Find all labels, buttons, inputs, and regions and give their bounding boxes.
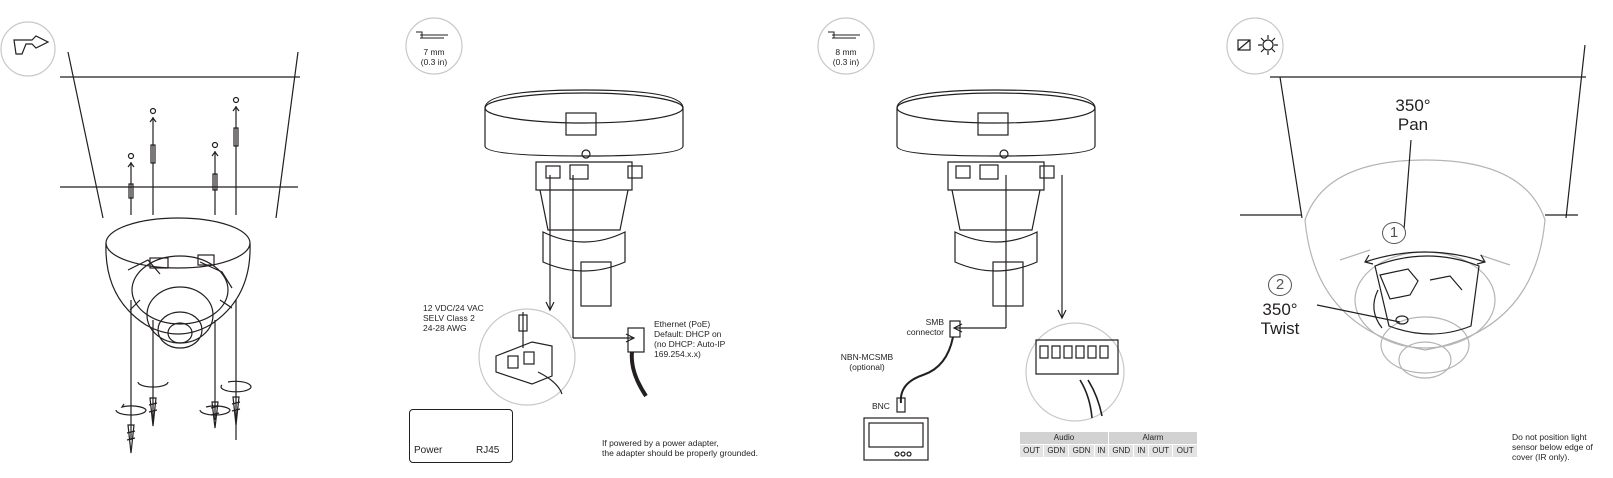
terminal-pin: OUT xyxy=(1172,444,1198,458)
power-spec-class: SELV Class 2 xyxy=(423,313,475,323)
pan-label: Pan xyxy=(1397,115,1429,134)
power-terminal-zoom xyxy=(478,308,576,406)
strip-length-label-2: 8 mm (0.3 in) xyxy=(818,47,874,67)
light-sensor-icon xyxy=(1226,17,1284,75)
smb-label-line1: SMB xyxy=(925,317,944,327)
wire-strip-icon-2 xyxy=(817,17,875,75)
camera-base-housing-2 xyxy=(896,89,1096,307)
twist-degree-label: 350° Twist xyxy=(1250,300,1310,338)
cable-routing xyxy=(545,175,636,343)
grounding-note: If powered by a power adapter, the adapt… xyxy=(602,438,758,458)
strip-length-metric: 7 mm xyxy=(423,47,445,57)
light-sensor-note-line1: Do not position light xyxy=(1512,432,1587,442)
terminal-pin: IN xyxy=(1093,444,1110,458)
strip-length-metric-2: 8 mm xyxy=(835,47,857,57)
terminal-group-audio: Audio xyxy=(1019,431,1109,445)
smb-bnc-cable xyxy=(896,320,961,413)
ethernet-spec-poe: Ethernet (PoE) xyxy=(654,319,711,329)
twist-step-marker: 2 xyxy=(1268,274,1292,296)
grounding-note-line2: the adapter should be properly grounded. xyxy=(602,448,758,458)
connector-power-label: Power xyxy=(414,445,443,456)
terminal-group-alarm: Alarm xyxy=(1108,431,1198,445)
mounting-screws-bottom xyxy=(115,300,252,454)
twist-indicator xyxy=(1316,289,1401,329)
terminal-pin: IN xyxy=(1133,444,1149,458)
light-sensor-note-line3: cover (IR only). xyxy=(1512,452,1570,462)
module-highlight xyxy=(1374,255,1480,335)
terminal-pin: GND xyxy=(1107,444,1135,458)
twist-value: 350° xyxy=(1262,300,1298,319)
ceiling-outline xyxy=(60,51,300,219)
pan-indicator xyxy=(1364,139,1486,265)
terminal-block-zoom xyxy=(1025,322,1125,422)
power-spec-label: 12 VDC/24 VAC SELV Class 2 24-28 AWG xyxy=(423,303,484,333)
terminal-block-table: Audio Alarm OUT GDN GDN IN GND IN OUT OU… xyxy=(1018,431,1198,458)
terminal-pin: GDN xyxy=(1043,444,1070,458)
power-spec-voltage: 12 VDC/24 VAC xyxy=(423,303,484,313)
drill-icon xyxy=(0,21,56,77)
connector-rj45-label: RJ45 xyxy=(476,445,500,456)
bnc-label: BNC xyxy=(872,401,890,411)
strip-length-label: 7 mm (0.3 in) xyxy=(406,47,462,67)
pan-degree-label: 350° Pan xyxy=(1383,96,1443,134)
light-sensor-note-line2: sensor below edge of xyxy=(1512,442,1593,452)
connector-box xyxy=(409,409,513,463)
ethernet-spec-ip: 169.254.x.x) xyxy=(654,349,701,359)
pan-value: 350° xyxy=(1395,96,1431,115)
camera-dome-adjust xyxy=(1304,159,1546,379)
terminal-pin: OUT xyxy=(1018,444,1045,458)
wire-strip-icon xyxy=(405,17,463,75)
ethernet-spec-fallback: (no DHCP: Auto-IP xyxy=(654,339,726,349)
nbn-mcsmb-label: NBN-MCSMB (optional) xyxy=(840,352,894,372)
ceiling-outline-2 xyxy=(1240,44,1586,219)
video-audio-routing xyxy=(952,175,1067,333)
camera-base-housing xyxy=(484,89,684,307)
terminal-pin: GDN xyxy=(1068,444,1095,458)
nbn-label-line2: (optional) xyxy=(849,362,885,372)
nbn-label-line1: NBN-MCSMB xyxy=(840,352,894,362)
grounding-note-line1: If powered by a power adapter, xyxy=(602,438,719,448)
terminal-pin: OUT xyxy=(1147,444,1174,458)
smb-connector-label: SMB connector xyxy=(900,317,944,337)
ethernet-plug xyxy=(627,327,648,398)
anchor-screws-top xyxy=(127,96,240,215)
light-sensor-note: Do not position light sensor below edge … xyxy=(1512,432,1593,462)
strip-length-imperial: (0.3 in) xyxy=(420,57,448,67)
twist-label: Twist xyxy=(1260,319,1300,338)
monitor-icon xyxy=(863,417,929,461)
smb-label-line2: connector xyxy=(906,327,944,337)
strip-length-imperial-2: (0.3 in) xyxy=(832,57,860,67)
ethernet-spec-dhcp: Default: DHCP on xyxy=(654,329,722,339)
ethernet-spec-label: Ethernet (PoE) Default: DHCP on (no DHCP… xyxy=(654,319,725,359)
pan-step-marker: 1 xyxy=(1382,222,1406,244)
camera-dome-exploded xyxy=(105,217,251,349)
power-spec-gauge: 24-28 AWG xyxy=(423,323,467,333)
